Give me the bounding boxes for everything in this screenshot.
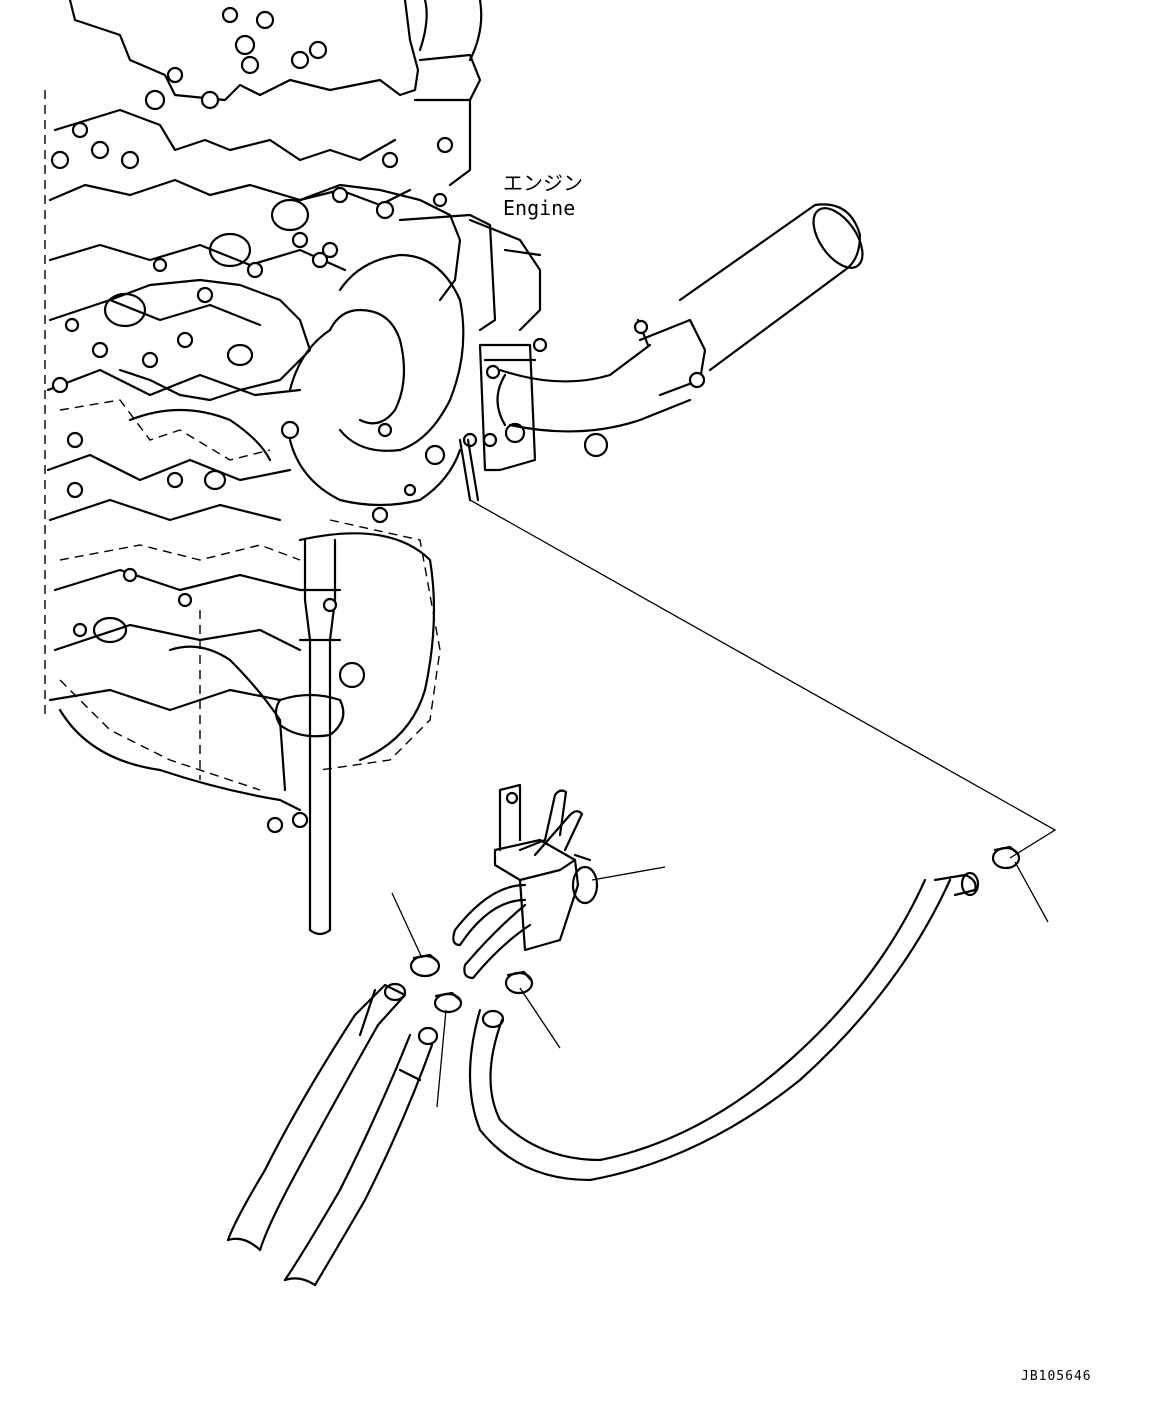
drawing-code: JB105646 bbox=[1021, 1369, 1092, 1384]
clamp-3 bbox=[504, 970, 534, 995]
clamp-2 bbox=[433, 991, 463, 1014]
dipstick-tube bbox=[274, 538, 366, 936]
heater-hoses bbox=[226, 871, 980, 1287]
head-bolts bbox=[50, 6, 328, 834]
leader-lines bbox=[391, 499, 1057, 1108]
turbocharger bbox=[280, 0, 542, 524]
hose-clamps bbox=[409, 845, 1021, 1014]
clamp-1 bbox=[409, 953, 441, 978]
bracket bbox=[458, 337, 548, 502]
clamp-4 bbox=[991, 845, 1021, 870]
engine-label-jp: エンジン bbox=[503, 171, 583, 195]
engine-label-en: Engine bbox=[503, 196, 575, 220]
inlet-pipe bbox=[496, 203, 864, 458]
engine-block bbox=[44, 0, 548, 936]
heater-valve bbox=[452, 783, 599, 980]
